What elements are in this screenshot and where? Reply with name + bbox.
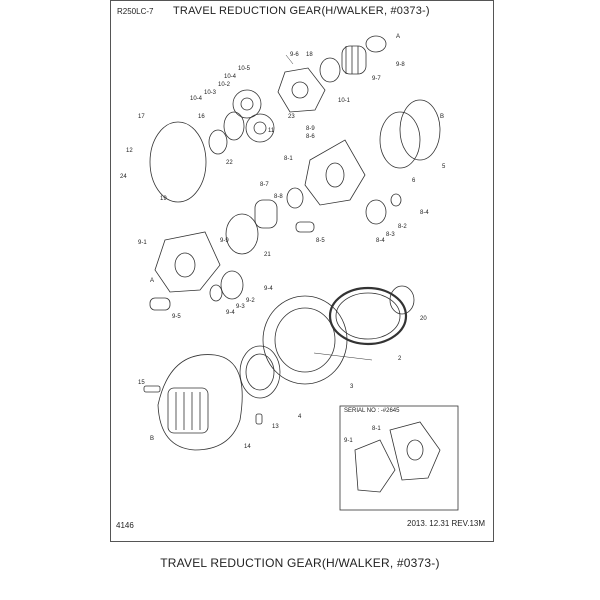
seal-ring-2 xyxy=(328,286,408,346)
gear-9-7 xyxy=(341,45,367,75)
housing-3 xyxy=(262,295,348,385)
gear-11 xyxy=(245,113,275,143)
revision-date: 2013. 12.31 REV.13M xyxy=(407,519,485,528)
label-23: 23 xyxy=(288,114,295,120)
label-9-8: 9-8 xyxy=(396,62,405,68)
label-A-left: A xyxy=(150,278,154,284)
label-18: 18 xyxy=(306,52,313,58)
carrier-8-1 xyxy=(304,139,366,206)
serial-inset-box xyxy=(339,405,459,511)
label-9-4-b: 9-4 xyxy=(226,310,235,316)
label-9-1: 9-1 xyxy=(138,240,147,246)
label-B-hub: B xyxy=(150,436,154,442)
label-10-4-b: 10-4 xyxy=(190,96,203,102)
label-8-4-b: 8-4 xyxy=(376,238,385,244)
carrier-9-1 xyxy=(154,231,221,293)
label-9-9: 9-9 xyxy=(220,238,229,244)
model-code: R250LC-7 xyxy=(117,7,154,16)
label-8-9: 8-9 xyxy=(306,126,315,132)
label-13: 13 xyxy=(272,424,279,430)
label-6: 6 xyxy=(412,178,416,184)
label-10-5: 10-5 xyxy=(238,66,251,72)
label-8-3: 8-3 xyxy=(386,232,395,238)
housing-5 xyxy=(379,111,421,169)
carrier-10-1 xyxy=(277,67,326,113)
label-14: 14 xyxy=(244,444,251,450)
label-22: 22 xyxy=(226,160,233,166)
label-8-2: 8-2 xyxy=(398,224,407,230)
page-number: 4146 xyxy=(116,521,134,530)
serial-number-label: SERIAL NO : -#2645 xyxy=(344,408,400,414)
label-10-4-a: 10-4 xyxy=(224,74,237,80)
label-9-7: 9-7 xyxy=(372,76,381,82)
label-9-5: 9-5 xyxy=(172,314,181,320)
pin-9-5 xyxy=(149,297,171,311)
drawing-title: TRAVEL REDUCTION GEAR(H/WALKER, #0373-) xyxy=(173,5,430,17)
label-21: 21 xyxy=(264,252,271,258)
hub-14 xyxy=(157,354,243,451)
label-8-1: 8-1 xyxy=(284,156,293,162)
plug-13 xyxy=(255,413,263,425)
gear-8-7 xyxy=(254,199,278,229)
label-9-4-a: 9-4 xyxy=(264,286,273,292)
label-5: 5 xyxy=(442,164,446,170)
ring-B xyxy=(399,99,441,161)
label-10-2: 10-2 xyxy=(218,82,231,88)
inset-label-8-1: 8-1 xyxy=(372,426,381,432)
inset-label-9-1: 9-1 xyxy=(344,438,353,444)
label-20: 20 xyxy=(420,316,427,322)
label-19: 19 xyxy=(160,196,167,202)
label-8-6: 8-6 xyxy=(306,134,315,140)
label-8-5: 8-5 xyxy=(316,238,325,244)
label-9-3: 9-3 xyxy=(236,304,245,310)
drawing-sheet: R250LC-7 TRAVEL REDUCTION GEAR(H/WALKER,… xyxy=(110,0,494,542)
label-3: 3 xyxy=(350,384,354,390)
ring-16 xyxy=(223,111,245,141)
label-4: 4 xyxy=(298,414,302,420)
label-9-2: 9-2 xyxy=(246,298,255,304)
ring-21 xyxy=(225,213,259,255)
page-caption: TRAVEL REDUCTION GEAR(H/WALKER, #0373-) xyxy=(160,556,440,570)
label-A-top: A xyxy=(396,34,400,40)
label-2: 2 xyxy=(398,356,402,362)
label-17: 17 xyxy=(138,114,145,120)
bolt-15 xyxy=(143,385,161,393)
label-11: 11 xyxy=(268,128,275,134)
cover-17 xyxy=(149,121,207,203)
label-9-6: 9-6 xyxy=(290,52,299,58)
exploded-parts-diagram: A A B B 2 3 4 5 6 8-1 8-2 8-3 8-4 8-4 8-… xyxy=(120,34,459,511)
label-12: 12 xyxy=(126,148,133,154)
label-8-4-a: 8-4 xyxy=(420,210,429,216)
ring-20 xyxy=(389,285,415,315)
label-24: 24 xyxy=(120,174,127,180)
label-8-7: 8-7 xyxy=(260,182,269,188)
label-10-3: 10-3 xyxy=(204,90,217,96)
bearing-4 xyxy=(239,345,281,399)
gear-10-2 xyxy=(232,89,262,119)
label-16: 16 xyxy=(198,114,205,120)
label-8-8: 8-8 xyxy=(274,194,283,200)
label-B-right: B xyxy=(440,114,444,120)
label-10-1: 10-1 xyxy=(338,98,351,104)
gear-9-2 xyxy=(220,270,244,300)
ring-22 xyxy=(208,129,228,155)
label-15: 15 xyxy=(138,380,145,386)
